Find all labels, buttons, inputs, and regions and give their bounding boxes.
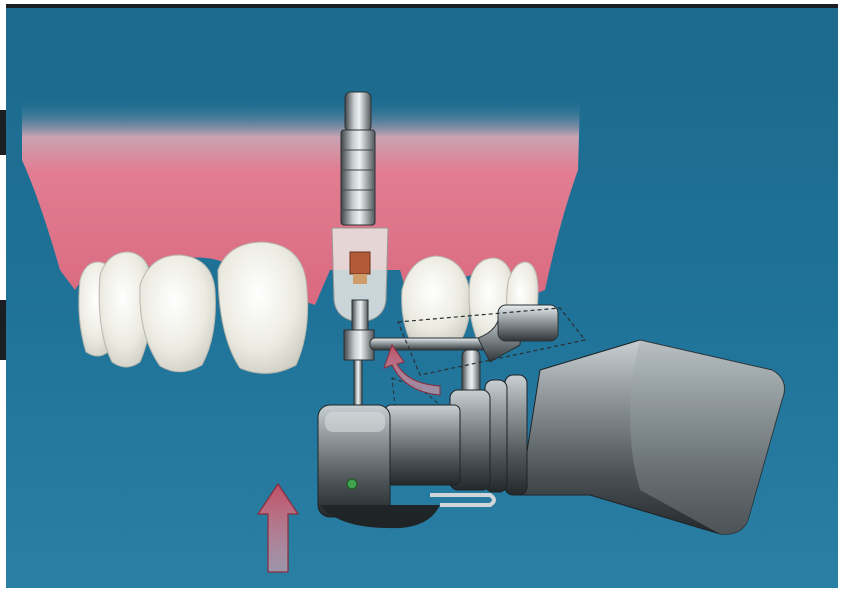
indicator-light — [347, 479, 357, 489]
top-frame-line — [6, 4, 838, 8]
teeth-left — [79, 242, 308, 373]
tooth — [402, 256, 471, 345]
